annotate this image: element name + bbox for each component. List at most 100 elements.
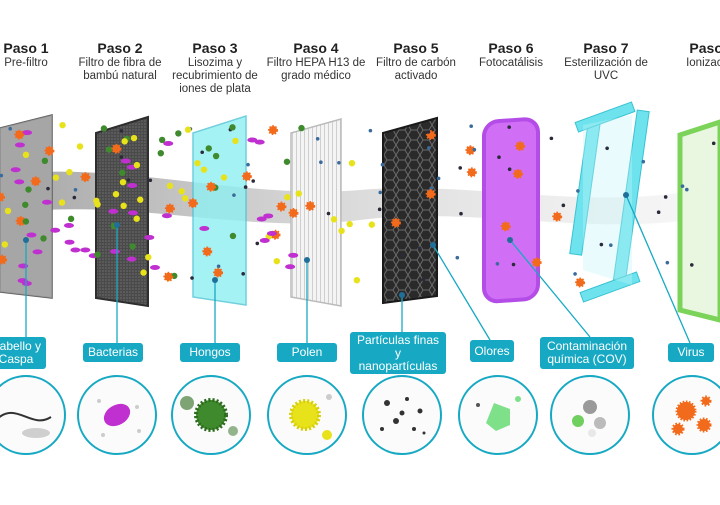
silver-ion-filter-panel bbox=[192, 114, 247, 306]
leader-dot bbox=[212, 277, 218, 283]
particle bbox=[8, 126, 13, 131]
particle bbox=[378, 190, 383, 195]
particle bbox=[105, 146, 113, 153]
particle bbox=[220, 174, 228, 181]
particle bbox=[140, 269, 147, 276]
particle bbox=[119, 155, 124, 159]
leader-line bbox=[509, 239, 591, 338]
particle bbox=[121, 138, 128, 145]
leader-line bbox=[432, 244, 491, 341]
particle bbox=[552, 211, 563, 222]
particle bbox=[161, 213, 172, 219]
leader-lines bbox=[23, 192, 691, 344]
step-8: Paso 8Ionización bbox=[657, 40, 720, 70]
leader-dot bbox=[399, 292, 405, 298]
particle bbox=[41, 199, 52, 205]
particle bbox=[241, 171, 252, 182]
particle bbox=[158, 136, 166, 144]
particle bbox=[549, 136, 554, 141]
step-title: Paso 7 bbox=[583, 40, 629, 56]
pollutant-circle-8 bbox=[652, 375, 720, 455]
pollutant-circle-1 bbox=[0, 375, 66, 455]
bamboo-fiber-filter-panel bbox=[95, 115, 149, 308]
particle bbox=[80, 247, 91, 253]
particle bbox=[164, 203, 175, 214]
step-description: Filtro de carbón activado bbox=[376, 57, 456, 82]
step-title: Paso 2 bbox=[97, 40, 143, 56]
pollutant-circle-7 bbox=[550, 375, 630, 455]
particle bbox=[202, 246, 213, 257]
particle bbox=[368, 128, 373, 133]
particle bbox=[455, 255, 460, 260]
pollutant-label-1: Cabello y Caspa bbox=[0, 337, 46, 369]
particle bbox=[605, 146, 609, 151]
particle bbox=[212, 152, 220, 160]
particle bbox=[120, 202, 127, 210]
particle bbox=[561, 203, 566, 208]
pollutant-label-3: Hongos bbox=[180, 343, 240, 362]
particle bbox=[255, 241, 260, 246]
particle bbox=[285, 264, 296, 270]
step-description: Filtro HEPA H13 de grado médico bbox=[266, 57, 366, 82]
particle bbox=[0, 192, 6, 203]
particle bbox=[119, 178, 127, 186]
leader-dot bbox=[430, 242, 436, 248]
particle bbox=[573, 272, 577, 276]
particle bbox=[259, 237, 270, 243]
particle bbox=[163, 271, 174, 282]
pollutant-label-2: Bacterias bbox=[83, 343, 143, 362]
ionization-panel bbox=[677, 119, 720, 323]
particle bbox=[512, 168, 523, 179]
particle bbox=[421, 277, 426, 282]
particle bbox=[268, 125, 279, 136]
particle bbox=[216, 264, 221, 269]
particle bbox=[472, 147, 477, 152]
step-description: Esterilización de UVC bbox=[564, 57, 648, 82]
pollutant-label-6: Olores bbox=[470, 340, 514, 362]
particle bbox=[40, 235, 47, 242]
particle bbox=[0, 173, 4, 178]
leader-dot bbox=[23, 237, 29, 243]
particle bbox=[326, 211, 331, 216]
particle bbox=[337, 160, 341, 165]
particle bbox=[129, 243, 136, 250]
pollutant-label-8: Virus bbox=[668, 343, 714, 362]
particle bbox=[251, 179, 256, 183]
particle bbox=[32, 249, 43, 255]
carbon-filter-panel bbox=[382, 116, 438, 305]
pollutant-circles bbox=[0, 375, 720, 455]
pollutant-label-7: Contaminación química (COV) bbox=[540, 337, 634, 369]
particle bbox=[22, 218, 30, 225]
particle bbox=[246, 162, 250, 167]
particle bbox=[315, 136, 320, 141]
step-title: Paso 5 bbox=[393, 40, 439, 56]
particle bbox=[120, 158, 131, 164]
particle bbox=[232, 193, 236, 197]
particle bbox=[390, 217, 401, 228]
particle bbox=[663, 195, 668, 199]
particle bbox=[511, 262, 516, 267]
particle bbox=[137, 196, 144, 203]
particle bbox=[266, 230, 277, 236]
pollutant-label-5: Partículas finas y nanopartículas bbox=[350, 332, 446, 374]
photocatalysis-panel bbox=[482, 117, 540, 304]
step-description: Lisozima y recubrimiento de iones de pla… bbox=[172, 57, 258, 95]
particle bbox=[459, 211, 463, 216]
particle bbox=[575, 277, 586, 288]
particle bbox=[243, 185, 248, 189]
step-description: Pre-filtro bbox=[4, 57, 48, 69]
particle bbox=[436, 176, 441, 181]
particle bbox=[466, 167, 477, 178]
particle bbox=[76, 143, 84, 150]
particle bbox=[148, 178, 153, 183]
particle bbox=[284, 194, 291, 201]
particle bbox=[112, 190, 120, 198]
particle bbox=[348, 159, 356, 167]
particle bbox=[181, 195, 189, 202]
particle bbox=[241, 272, 246, 276]
step-description: Fotocatálisis bbox=[479, 57, 543, 69]
step-title: Paso 6 bbox=[488, 40, 534, 56]
